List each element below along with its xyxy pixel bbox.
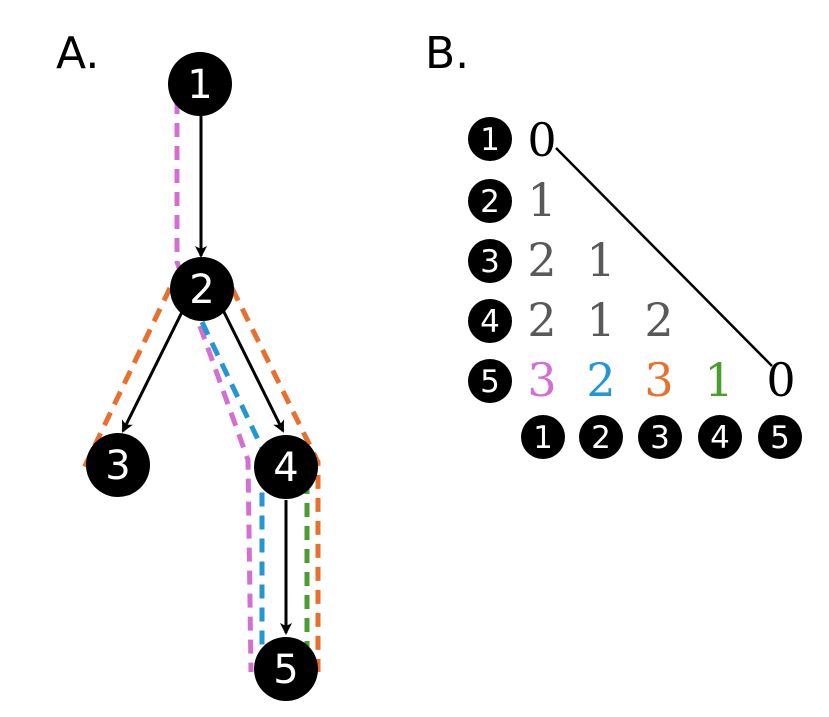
arrow-2-4: [221, 309, 285, 433]
cell-4-2: 1: [586, 293, 615, 347]
cell-4-3: 2: [644, 293, 673, 347]
matrix-diagonal-line: [555, 147, 773, 367]
cell-5-3: 3: [644, 353, 673, 407]
cell-5-5: 0: [766, 353, 795, 407]
col-label-5-text: 5: [770, 420, 790, 456]
path-orange-left: [81, 286, 173, 470]
row-label-1: 1: [468, 117, 512, 161]
cell-3-1: 2: [527, 233, 556, 287]
graph-node-1-label: 1: [187, 62, 212, 108]
path-orange-right: [229, 286, 321, 672]
col-label-1: 1: [521, 415, 565, 459]
row-label-5: 5: [468, 359, 512, 403]
graph-node-5-label: 5: [273, 647, 298, 693]
col-label-4: 4: [698, 415, 742, 459]
row-label-3: 3: [468, 239, 512, 283]
matrix-row-labels: 1 2 3 4 5: [468, 117, 512, 403]
matrix-cells: 0 1 2 1 2 1 2 3 2 3 1 0: [527, 113, 795, 407]
cell-1-1: 0: [527, 113, 556, 167]
cell-5-4: 1: [704, 353, 733, 407]
col-label-2: 2: [579, 415, 623, 459]
arrows: [121, 116, 292, 635]
row-label-5-text: 5: [480, 364, 500, 400]
cell-4-1: 2: [527, 293, 556, 347]
arrow-2-3: [121, 309, 185, 433]
graph-node-2-label: 2: [189, 267, 214, 313]
col-label-2-text: 2: [591, 420, 611, 456]
graph-node-4: 4: [254, 435, 318, 499]
col-label-5: 5: [758, 415, 802, 459]
panel-a-label: A.: [56, 28, 99, 79]
cell-3-2: 1: [586, 233, 615, 287]
row-label-2-text: 2: [480, 184, 500, 220]
cell-2-1: 1: [527, 173, 556, 227]
graph-node-3: 3: [86, 433, 150, 497]
row-label-2: 2: [468, 179, 512, 223]
col-label-4-text: 4: [710, 420, 730, 456]
path-magenta: [174, 100, 254, 673]
col-label-3: 3: [638, 415, 682, 459]
row-label-4: 4: [468, 299, 512, 343]
panel-b-label: B.: [425, 28, 469, 79]
graph-node-2: 2: [170, 257, 234, 321]
graph-node-1: 1: [168, 52, 232, 116]
cell-5-1: 3: [527, 353, 556, 407]
cell-5-2: 2: [586, 353, 615, 407]
row-label-1-text: 1: [480, 122, 500, 158]
graph-node-4-label: 4: [273, 445, 298, 491]
col-label-3-text: 3: [650, 420, 670, 456]
graph-nodes: 1 2 3 4 5: [86, 52, 318, 701]
row-label-3-text: 3: [480, 244, 500, 280]
graph-node-5: 5: [254, 637, 318, 701]
col-label-1-text: 1: [533, 420, 553, 456]
graph-node-3-label: 3: [105, 443, 130, 489]
row-label-4-text: 4: [480, 304, 500, 340]
matrix-col-labels: 1 2 3 4 5: [521, 415, 802, 459]
